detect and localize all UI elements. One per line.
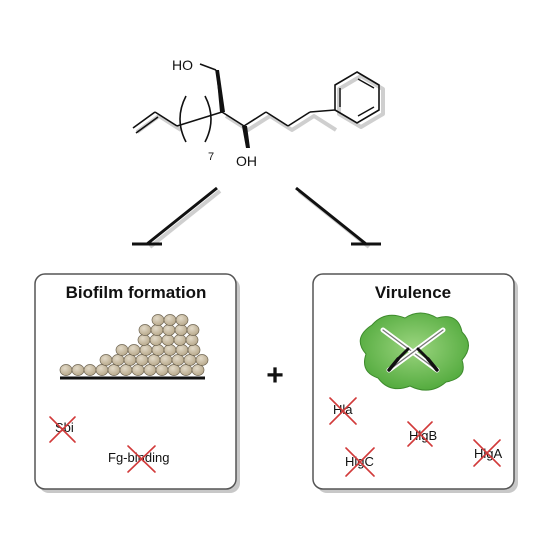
biofilm-cell xyxy=(155,364,169,376)
biofilm-cell xyxy=(59,364,73,376)
inhibition-x xyxy=(127,445,156,473)
biofilm-cell xyxy=(161,334,175,346)
biofilm-cell xyxy=(173,334,187,346)
combine-plus: + xyxy=(266,359,284,392)
vinyl-double-bond xyxy=(135,116,159,134)
repeat-bracket-right xyxy=(204,95,212,143)
virulence-panel: Virulence Hla HlgB HlgC xyxy=(312,273,518,493)
hydroxymethyl-bond-upper xyxy=(199,63,217,71)
inhibition-x xyxy=(407,421,433,447)
gene-hlgc: HlgC xyxy=(345,447,375,477)
biofilm-cell xyxy=(107,364,121,376)
biofilm-panel: Biofilm formation Sbi Fg-binding xyxy=(34,273,240,493)
biofilm-cell xyxy=(186,324,200,336)
biofilm-cell xyxy=(175,314,189,326)
biofilm-cell xyxy=(174,324,188,336)
biofilm-cell xyxy=(150,324,164,336)
chain-bond xyxy=(154,111,178,127)
biofilm-cell xyxy=(195,354,209,366)
biofilm-cell xyxy=(119,364,133,376)
inhibition-x xyxy=(345,447,375,477)
biofilm-cell xyxy=(171,354,185,366)
biofilm-cell xyxy=(163,344,177,356)
repeat-bracket-left xyxy=(179,95,187,143)
biofilm-cell xyxy=(139,344,153,356)
biofilm-cell xyxy=(167,364,181,376)
inhibition-x xyxy=(329,397,357,425)
biofilm-cell xyxy=(187,344,201,356)
gene-hlga: HlgA xyxy=(473,439,503,467)
molecule-structure: 7 HO OH xyxy=(132,57,385,169)
phenyl-ring xyxy=(334,71,380,124)
repeat-bond xyxy=(176,111,223,127)
biofilm-cell xyxy=(137,334,151,346)
biofilm-cell xyxy=(123,354,137,366)
oh-label: OH xyxy=(236,153,257,169)
biofilm-cell xyxy=(183,354,197,366)
biofilm-cell xyxy=(138,324,152,336)
biofilm-title: Biofilm formation xyxy=(66,283,207,302)
phenyl-double-bond-1 xyxy=(357,78,375,89)
crossed-swords-icon xyxy=(380,327,446,373)
phenyl-double-bond-2 xyxy=(357,106,375,117)
oh-wedge-bond xyxy=(242,126,250,148)
gene-hla: Hla xyxy=(329,397,357,425)
vinyl-bond xyxy=(132,111,156,129)
biofilm-illustration xyxy=(59,314,209,380)
biofilm-cell xyxy=(149,334,163,346)
biofilm-cell-cluster xyxy=(59,314,209,376)
inhibition-arrow-left xyxy=(132,186,222,249)
biofilm-cell xyxy=(127,344,141,356)
biofilm-cell xyxy=(159,354,173,366)
wedge-bond xyxy=(216,70,225,112)
inhibition-arrow-right xyxy=(295,186,381,249)
backbone-bond-5 xyxy=(309,109,336,113)
biofilm-cell xyxy=(175,344,189,356)
repeat-subscript: 7 xyxy=(208,151,214,163)
biofilm-cell xyxy=(179,364,193,376)
biofilm-cell xyxy=(151,344,165,356)
biofilm-cell xyxy=(162,324,176,336)
gene-fg-binding: Fg-binding xyxy=(108,445,169,473)
ho-label: HO xyxy=(172,57,193,73)
backbone-bond-3 xyxy=(265,111,289,127)
biofilm-cell xyxy=(185,334,199,346)
gene-sbi: Sbi xyxy=(49,416,76,443)
biofilm-cell xyxy=(83,364,97,376)
biofilm-cell xyxy=(163,314,177,326)
biofilm-cell xyxy=(143,364,157,376)
biofilm-cell xyxy=(95,364,109,376)
gene-hlgb: HlgB xyxy=(407,421,437,447)
biofilm-cell xyxy=(111,354,125,366)
inhibition-x xyxy=(49,416,76,443)
backbone-bond-4 xyxy=(287,111,311,127)
gene-label-hlgb: HlgB xyxy=(409,428,437,443)
biofilm-cell xyxy=(151,314,165,326)
biofilm-cell xyxy=(135,354,149,366)
biofilm-cell xyxy=(115,344,129,356)
biofilm-cell xyxy=(99,354,113,366)
biofilm-cell xyxy=(191,364,205,376)
biofilm-cell xyxy=(71,364,85,376)
backbone-bond-2 xyxy=(243,111,267,127)
biofilm-cell xyxy=(147,354,161,366)
biofilm-cell xyxy=(131,364,145,376)
gene-label-fg-binding: Fg-binding xyxy=(108,450,169,465)
virulence-title: Virulence xyxy=(375,283,451,302)
inhibition-x xyxy=(473,439,501,467)
bacterium-swords-illustration xyxy=(359,312,469,391)
backbone-bond-1 xyxy=(221,111,245,127)
